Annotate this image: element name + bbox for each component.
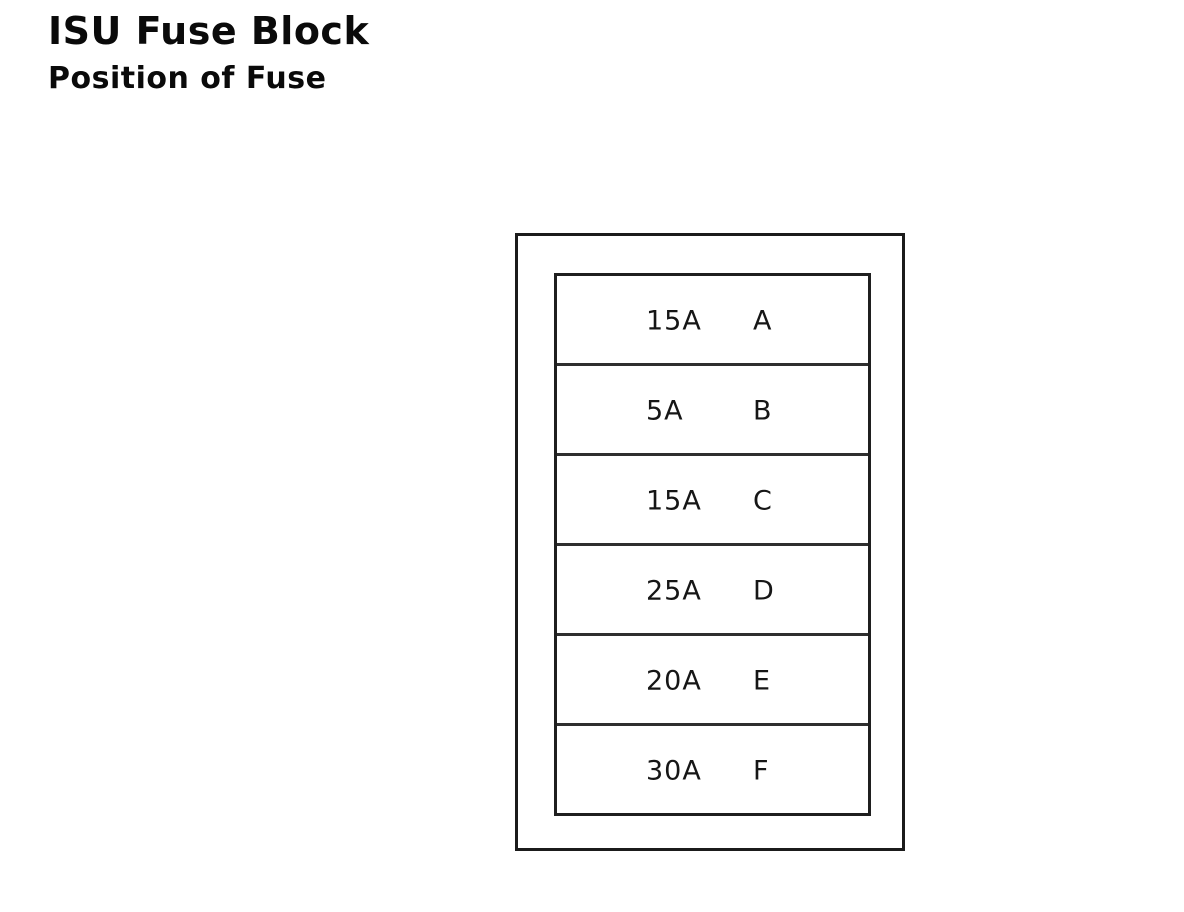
fuse-block-body: 15A A 5A B 15A C 25A D 20A E 30A F	[554, 273, 871, 816]
fuse-block-outline: 15A A 5A B 15A C 25A D 20A E 30A F	[515, 233, 905, 851]
fuse-row-c: 15A C	[557, 456, 868, 546]
fuse-row-f: 30A F	[557, 726, 868, 813]
fuse-position-d: D	[753, 574, 775, 606]
fuse-rating-b: 5A	[646, 394, 684, 426]
header: ISU Fuse Block Position of Fuse	[48, 9, 370, 96]
fuse-position-a: A	[753, 304, 773, 336]
fuse-row-d: 25A D	[557, 546, 868, 636]
fuse-rating-a: 15A	[646, 304, 702, 336]
fuse-row-a: 15A A	[557, 276, 868, 366]
fuse-rating-e: 20A	[646, 664, 702, 696]
fuse-rating-d: 25A	[646, 574, 702, 606]
fuse-row-e: 20A E	[557, 636, 868, 726]
fuse-position-e: E	[753, 664, 772, 696]
fuse-rating-f: 30A	[646, 754, 702, 786]
fuse-rating-c: 15A	[646, 484, 702, 516]
fuse-position-c: C	[753, 484, 773, 516]
fuse-position-b: B	[753, 394, 773, 426]
page-subtitle: Position of Fuse	[48, 60, 327, 96]
fuse-position-f: F	[753, 754, 770, 786]
fuse-row-b: 5A B	[557, 366, 868, 456]
page-title: ISU Fuse Block	[48, 9, 370, 53]
